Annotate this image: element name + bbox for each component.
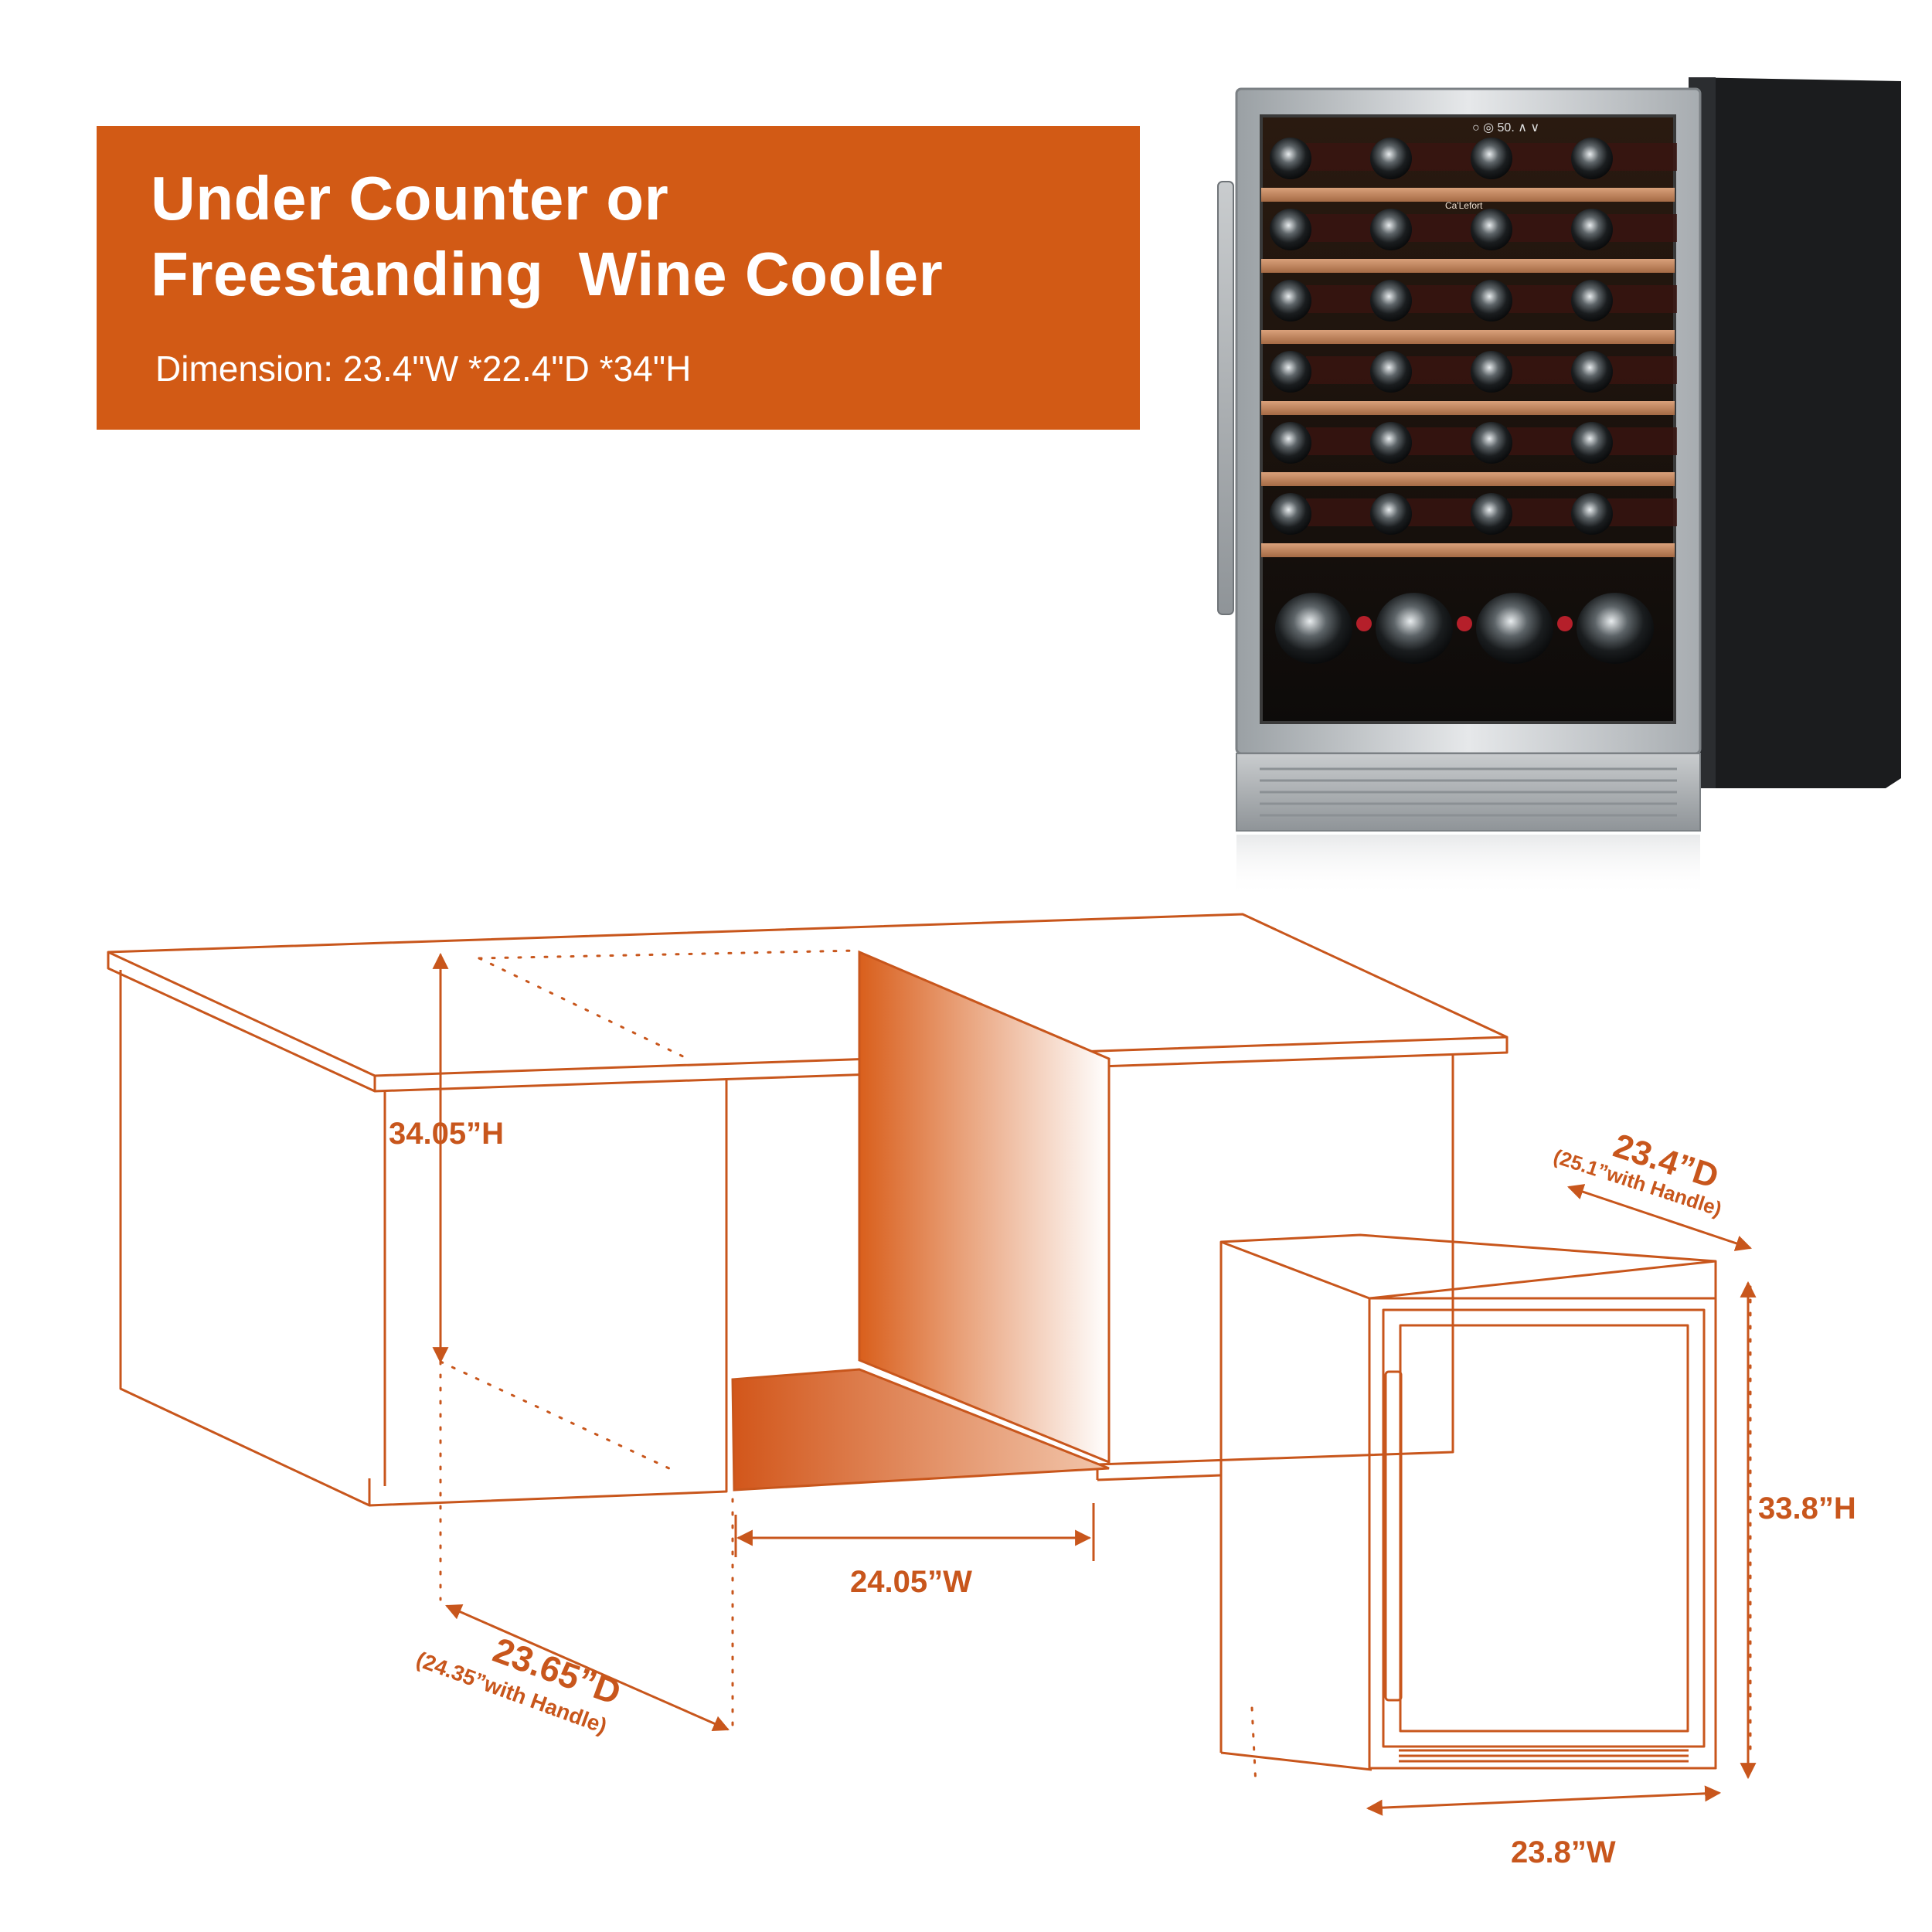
wood-shelf	[1261, 330, 1675, 344]
label-opening-width: 24.05”W	[850, 1565, 972, 1599]
bottle-body	[1507, 214, 1577, 242]
wood-shelf	[1261, 401, 1675, 415]
bottle-body	[1607, 214, 1677, 242]
bottle-end	[1471, 422, 1512, 464]
bottle-body	[1507, 143, 1577, 171]
bottle-body	[1406, 498, 1476, 526]
label-opening-height: 34.05”H	[389, 1117, 504, 1151]
brand-label: Ca'Lefort	[1445, 200, 1483, 211]
bottle-body	[1607, 356, 1677, 384]
bottle-end	[1571, 280, 1613, 321]
bottle-end	[1471, 138, 1512, 179]
banner-title: Under Counter or Freestanding Wine Coole…	[151, 164, 944, 308]
bottle-body	[1306, 214, 1376, 242]
bottle-end	[1370, 493, 1412, 535]
bottle-end	[1370, 138, 1412, 179]
freestanding-unit-outline	[1219, 1233, 1717, 1771]
bottle-body	[1507, 427, 1577, 455]
bottle-body	[1507, 498, 1577, 526]
bottle-body	[1406, 285, 1476, 313]
bottle-end	[1571, 351, 1613, 393]
bottle-body	[1406, 356, 1476, 384]
bottle-end	[1270, 422, 1311, 464]
bottle-body	[1507, 356, 1577, 384]
label-unit-height: 33.8”H	[1758, 1492, 1856, 1526]
bottle-body	[1607, 285, 1677, 313]
bottle-body	[1607, 498, 1677, 526]
bottle-end	[1571, 138, 1613, 179]
bottle-end	[1370, 351, 1412, 393]
label-unit-width: 23.8”W	[1511, 1835, 1616, 1869]
wood-shelf	[1261, 188, 1675, 202]
bottle-end	[1270, 493, 1311, 535]
bottle-body	[1306, 285, 1376, 313]
wood-shelf	[1261, 472, 1675, 486]
bottle-end	[1370, 422, 1412, 464]
recess-floor	[731, 1368, 1110, 1492]
dimension-arrows	[432, 952, 1757, 1816]
bottle-end	[1270, 209, 1311, 250]
bottle-body	[1607, 427, 1677, 455]
title-banner: Under Counter or Freestanding Wine Coole…	[97, 126, 1140, 430]
bottle-end	[1571, 493, 1613, 535]
bottle-body	[1306, 143, 1376, 171]
bottle-end	[1370, 209, 1412, 250]
wood-shelf	[1261, 259, 1675, 273]
svg-text:○ ◎ 50. ∧ ∨: ○ ◎ 50. ∧ ∨	[1472, 121, 1539, 134]
banner-dimension: Dimension: 23.4"W *22.4"D *34"H	[155, 349, 692, 389]
wine-cooler-photo: ○ ◎ 50. ∧ ∨ Ca'Lefort	[1217, 77, 1901, 896]
bottle-body	[1607, 143, 1677, 171]
bottom-bottles	[1275, 593, 1654, 664]
bottle-end	[1571, 422, 1613, 464]
bottle-body	[1406, 427, 1476, 455]
bottle-body	[1306, 427, 1376, 455]
recess-side-panel	[858, 950, 1111, 1464]
bottle-end	[1471, 280, 1512, 321]
bottle-end	[1571, 209, 1613, 250]
bottle-body	[1306, 498, 1376, 526]
bottle-end	[1471, 351, 1512, 393]
bottle-shelves	[1261, 138, 1677, 557]
bottle-end	[1270, 280, 1311, 321]
bottle-body	[1406, 143, 1476, 171]
bottle-end	[1270, 138, 1311, 179]
bottle-end	[1471, 209, 1512, 250]
bottle-end	[1471, 493, 1512, 535]
bottle-body	[1507, 285, 1577, 313]
bottle-body	[1306, 356, 1376, 384]
bottle-end	[1270, 351, 1311, 393]
wood-shelf	[1261, 543, 1675, 557]
bottle-end	[1370, 280, 1412, 321]
bottle-body	[1406, 214, 1476, 242]
